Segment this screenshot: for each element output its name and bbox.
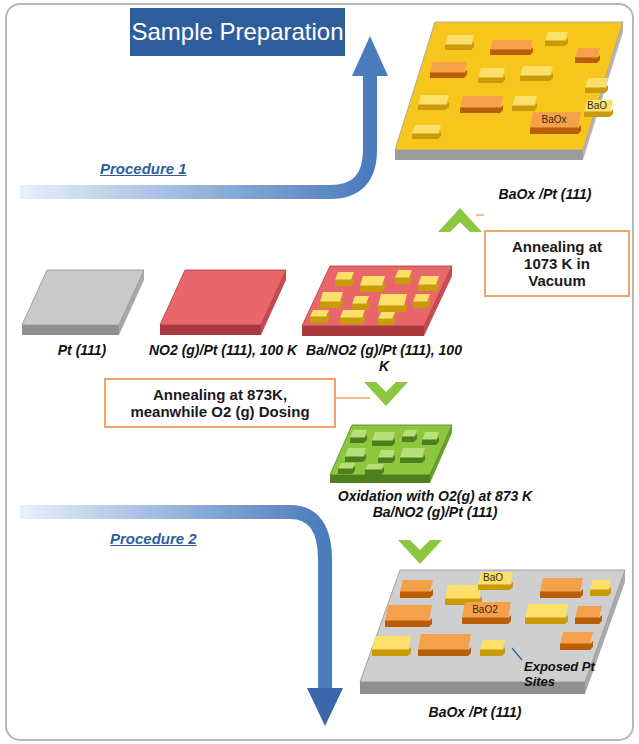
- ba-island: [320, 292, 343, 308]
- island: [585, 78, 608, 93]
- procedure-label: Procedure 1: [100, 160, 220, 177]
- ba-island: [340, 310, 365, 324]
- oxidized-island: [345, 448, 366, 462]
- pt-slab: [22, 270, 144, 335]
- ba-island: [360, 276, 385, 292]
- sample-label: BaOx /Pt (111): [470, 186, 620, 202]
- ba-island: [378, 312, 395, 325]
- leader-line: [336, 397, 370, 399]
- outer-frame: [6, 4, 633, 740]
- oxidized-island: [400, 448, 425, 463]
- process-box: Annealing at 1073 K in Vacuum: [484, 230, 630, 297]
- ba-island: [378, 294, 407, 312]
- ba-island: [352, 296, 369, 310]
- process-chevron: [398, 540, 442, 564]
- island: [540, 578, 583, 598]
- procedure-label: Procedure 2: [110, 530, 230, 547]
- oxidized-island: [378, 450, 395, 463]
- procedure-arrow: [20, 512, 325, 690]
- island: [460, 96, 503, 113]
- leader-line: [512, 648, 522, 660]
- arrow-head: [352, 36, 388, 76]
- box-text: Annealing at 1073 K in Vacuum: [494, 238, 620, 289]
- island: [545, 32, 568, 46]
- arrow-head: [307, 688, 343, 726]
- island: [512, 96, 537, 111]
- oxidized-island: [402, 430, 417, 442]
- island: [430, 62, 467, 78]
- island: [490, 40, 533, 55]
- island: [590, 580, 611, 596]
- leader-line: [476, 214, 484, 216]
- no2-slab: [160, 270, 286, 335]
- island-label: BaOx: [528, 114, 580, 126]
- oxidized-island: [350, 430, 367, 443]
- island: [575, 606, 602, 624]
- process-box: Annealing at 873K, meanwhile O2 (g) Dosi…: [104, 378, 336, 428]
- island-label: BaO: [582, 100, 612, 112]
- oxidized-island: [338, 463, 355, 474]
- oxidized-slab: [330, 425, 452, 483]
- sample-label: BaOx /Pt (111): [395, 704, 555, 720]
- ba-island: [413, 294, 430, 308]
- ba-island: [418, 276, 439, 291]
- island: [372, 636, 411, 656]
- island: [520, 66, 553, 81]
- bao2-island: [462, 602, 511, 624]
- ba-island: [310, 310, 329, 323]
- sample-label: Oxidation with O2(g) at 873 K Ba/NO2 (g)…: [335, 488, 535, 520]
- oxidized-island: [422, 432, 439, 445]
- ba-island: [395, 270, 412, 284]
- oxidized-island: [372, 432, 395, 446]
- island-label: BaO: [476, 572, 510, 584]
- island: [445, 35, 474, 50]
- figure-title: Sample Preparation: [130, 8, 345, 56]
- baox-slab: [395, 22, 623, 160]
- ba-island: [335, 272, 354, 286]
- island: [480, 640, 505, 656]
- sample-label: Ba/NO2 (g)/Pt (111), 100 K: [300, 342, 468, 374]
- pt-surface-slab: [360, 570, 625, 694]
- island: [400, 580, 433, 598]
- island: [478, 68, 505, 83]
- sample-label: Pt (111): [20, 342, 144, 358]
- process-chevron: [438, 208, 482, 232]
- island: [525, 604, 568, 624]
- island: [418, 95, 449, 110]
- island: [385, 605, 432, 627]
- procedure-arrow: [20, 74, 370, 192]
- island: [418, 634, 471, 656]
- island: [560, 632, 593, 650]
- sample-label: NO2 (g)/Pt (111), 100 K: [148, 342, 298, 358]
- island: [575, 48, 600, 63]
- annotation: Exposed Pt Sites: [524, 660, 624, 690]
- island-label: BaO2: [462, 604, 508, 616]
- box-text: Annealing at 873K, meanwhile O2 (g) Dosi…: [114, 386, 326, 420]
- process-chevron: [364, 382, 408, 406]
- ba-no2-slab: [302, 266, 452, 336]
- oxidized-island: [365, 464, 384, 475]
- island: [412, 125, 441, 139]
